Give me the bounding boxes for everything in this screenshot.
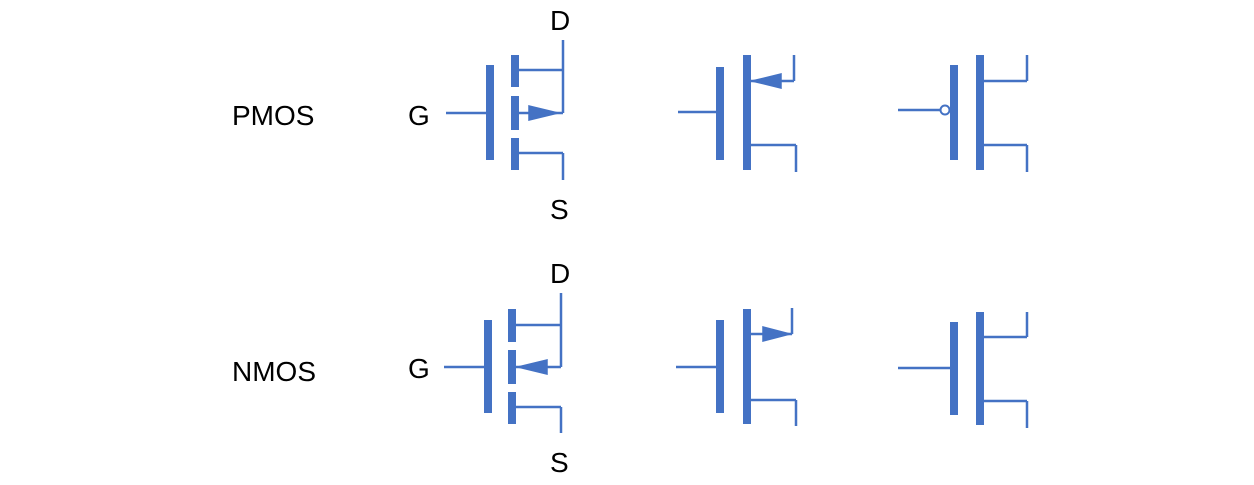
nmos-symbol-plain — [898, 312, 1029, 428]
pmos-source-label: S — [550, 194, 569, 225]
nmos-symbol-full — [444, 293, 563, 433]
pmos2-source-arrow-inward — [751, 73, 782, 89]
pmos-gate-label: G — [408, 100, 430, 131]
nmos-source-label: S — [550, 447, 569, 478]
pmos-symbol-simplified-arrow — [678, 55, 798, 172]
pmos-body-arrow-outward — [528, 105, 559, 121]
pmos-symbol-full — [446, 40, 565, 180]
pmos-row: PMOS G D S — [232, 5, 1029, 225]
nmos-drain-label: D — [550, 258, 570, 289]
nmos-symbol-simplified-arrow — [676, 308, 798, 426]
nmos-gate-label: G — [408, 353, 430, 384]
nmos-body-arrow-inward — [517, 359, 548, 375]
pmos-drain-label: D — [550, 5, 570, 36]
nmos2-source-arrow-outward — [762, 326, 793, 342]
pmos3-inversion-bubble — [939, 104, 951, 116]
nmos-label: NMOS — [232, 356, 316, 387]
pmos-label: PMOS — [232, 100, 314, 131]
pmos-symbol-bubble — [898, 55, 1029, 172]
nmos-row: NMOS G D S — [232, 258, 1029, 478]
